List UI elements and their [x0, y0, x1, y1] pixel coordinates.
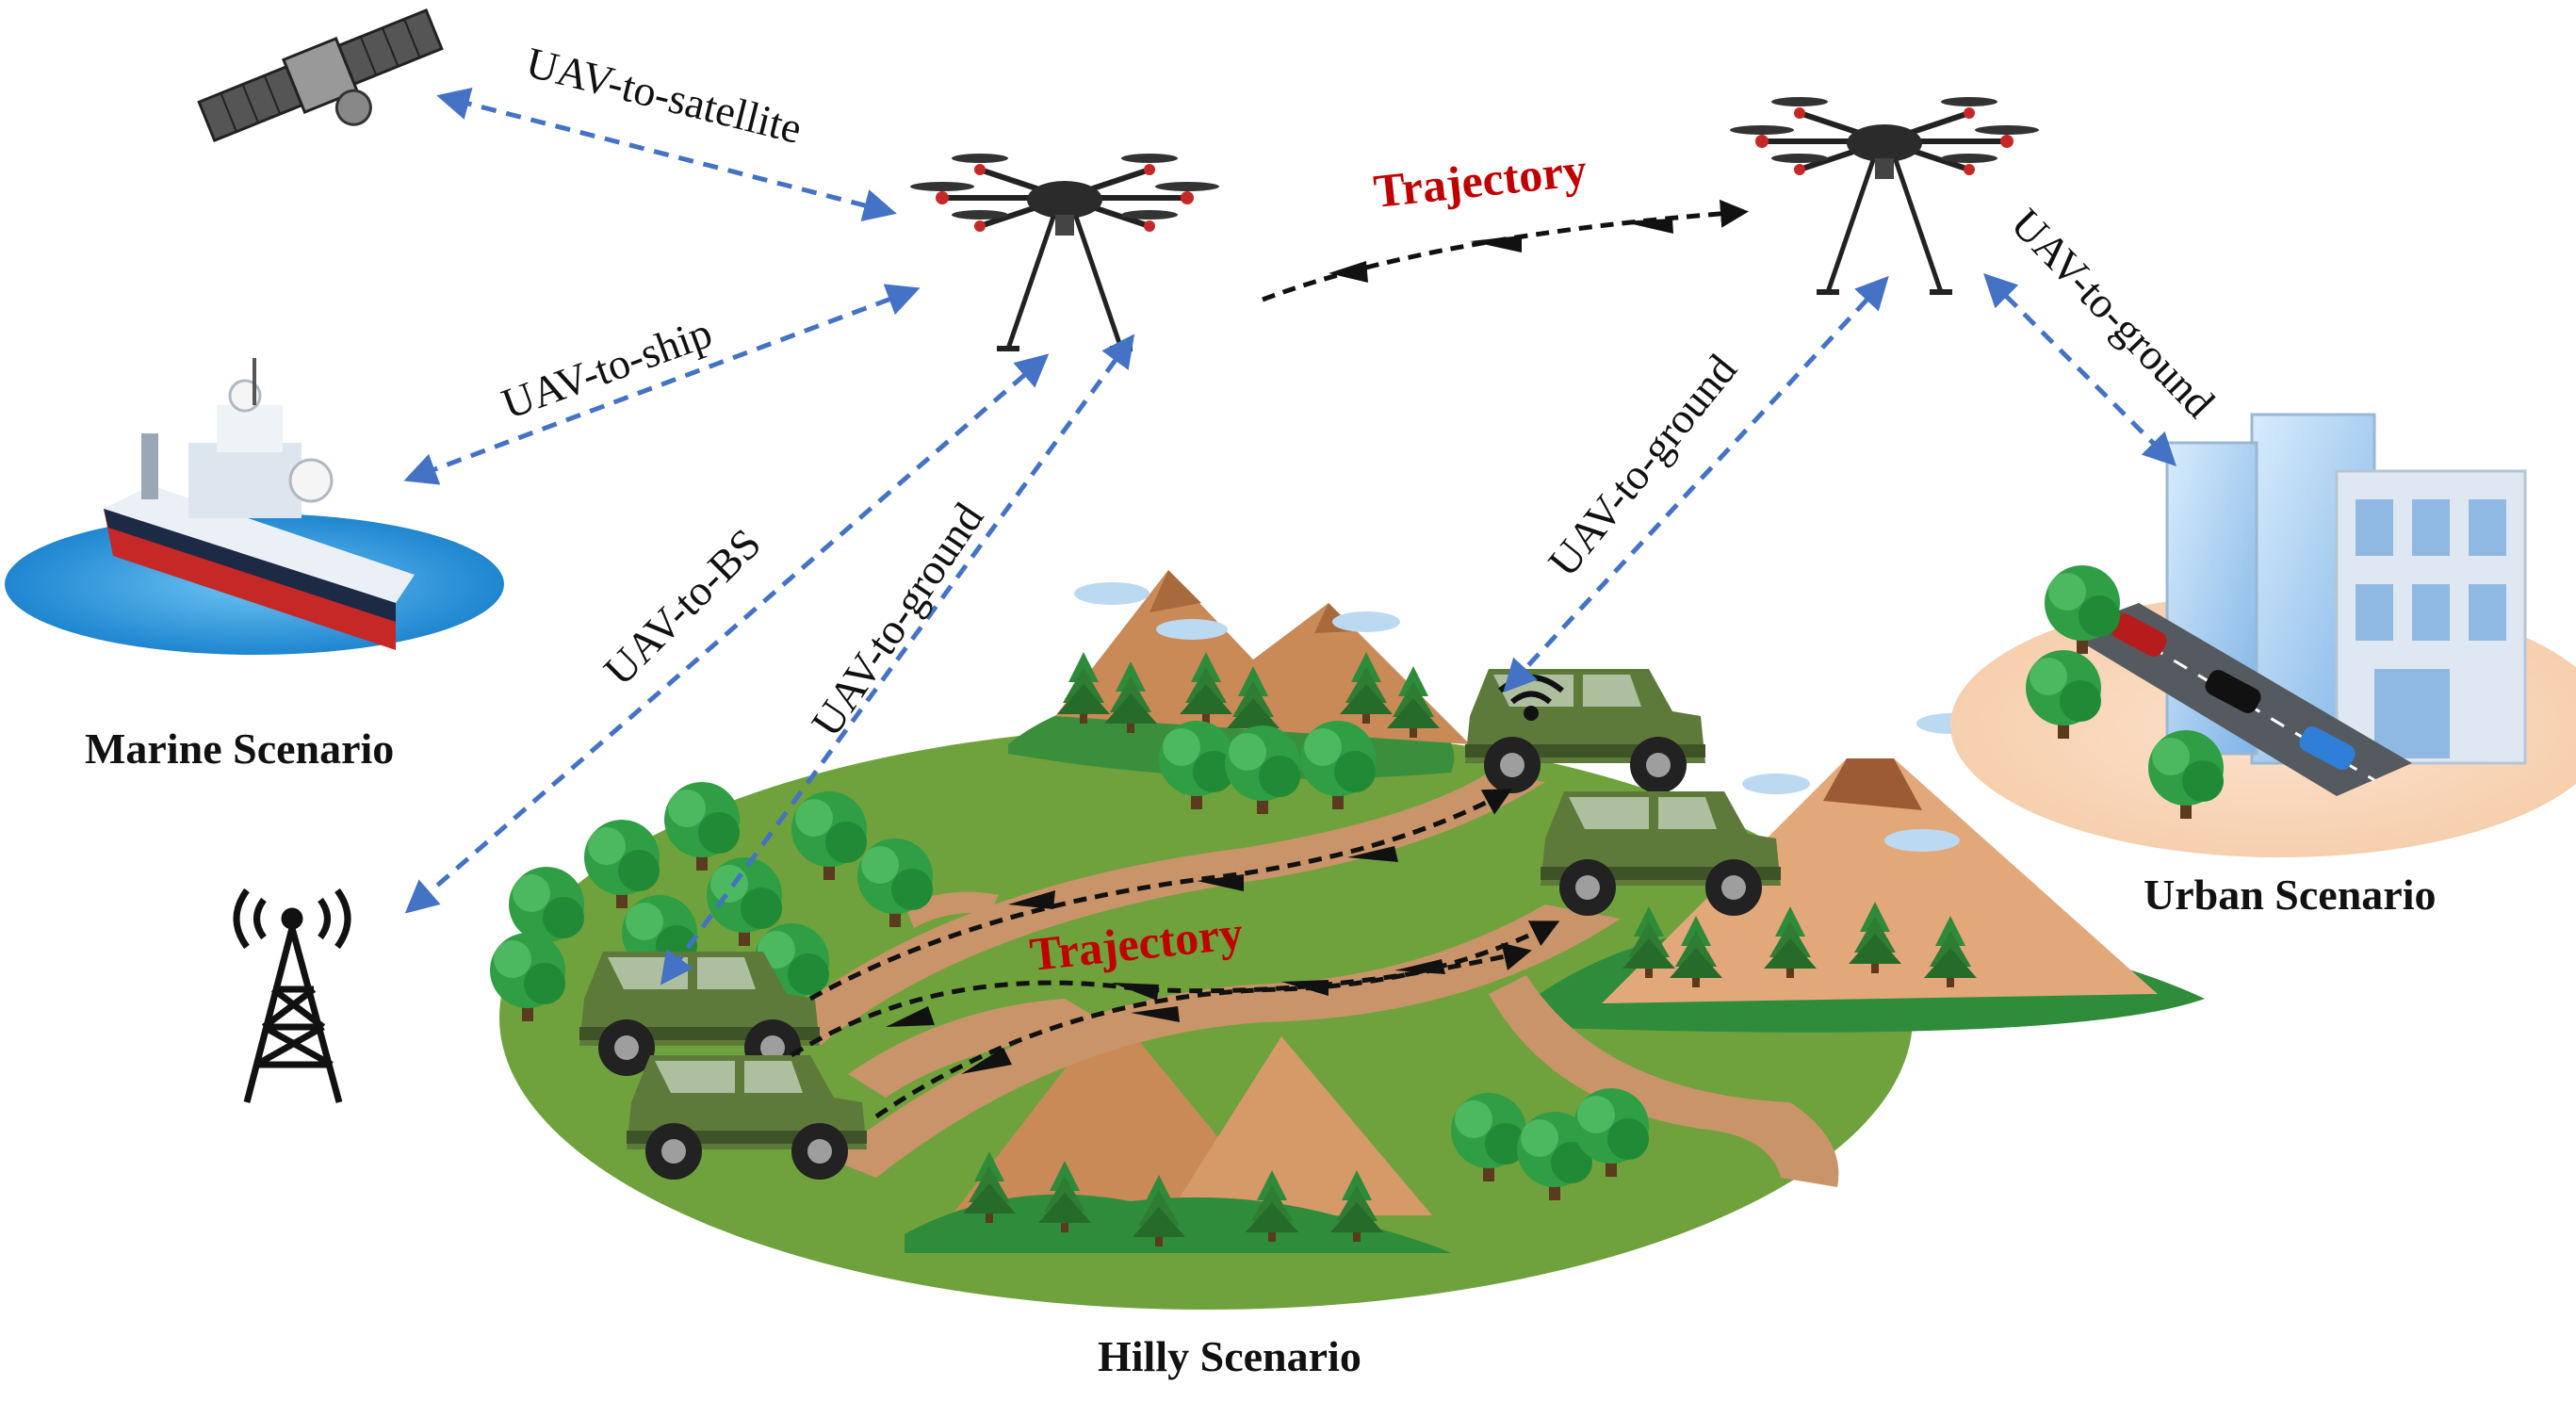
communication-links — [403, 88, 2177, 986]
label-uav-to-ground-mid: UAV-to-ground — [1539, 346, 1746, 586]
mountain-icon — [952, 1008, 1432, 1215]
label-uav-to-satellite: UAV-to-satellite — [522, 38, 807, 153]
satellite-icon — [197, 8, 444, 143]
building-icon — [1950, 413, 2576, 857]
caption-urban-scenario: Urban Scenario — [2144, 871, 2437, 919]
tree-cluster-bottom — [905, 1088, 1649, 1253]
link-uav-ground-right — [1983, 273, 2177, 466]
link-uav-ship — [403, 284, 921, 485]
link-uav-satellite — [436, 88, 897, 221]
trajectory-top — [1262, 199, 1749, 302]
label-uav-to-bs: UAV-to-BS — [595, 519, 770, 694]
drone-icon — [910, 154, 1219, 349]
drone-icon — [1730, 97, 2039, 292]
label-trajectory-top: Trajectory — [1371, 143, 1589, 218]
caption-marine-scenario: Marine Scenario — [85, 725, 394, 773]
link-uav-ground-mid — [1503, 275, 1889, 693]
link-uav-ground-left — [660, 334, 1135, 986]
base-station-icon — [233, 888, 351, 1103]
label-uav-to-ground-right: UAV-to-ground — [2002, 200, 2225, 427]
trajectory-ground — [790, 789, 1560, 1119]
trajectory-ground-arrows — [886, 846, 1445, 1074]
hilly-terrain — [490, 570, 2205, 1310]
label-uav-to-ground-left: UAV-to-ground — [802, 495, 992, 745]
ship-icon — [5, 358, 504, 655]
mountain-icon — [1602, 758, 2158, 1003]
caption-hilly-scenario: Hilly Scenario — [1098, 1332, 1361, 1380]
label-uav-to-ship: UAV-to-ship — [496, 308, 718, 428]
